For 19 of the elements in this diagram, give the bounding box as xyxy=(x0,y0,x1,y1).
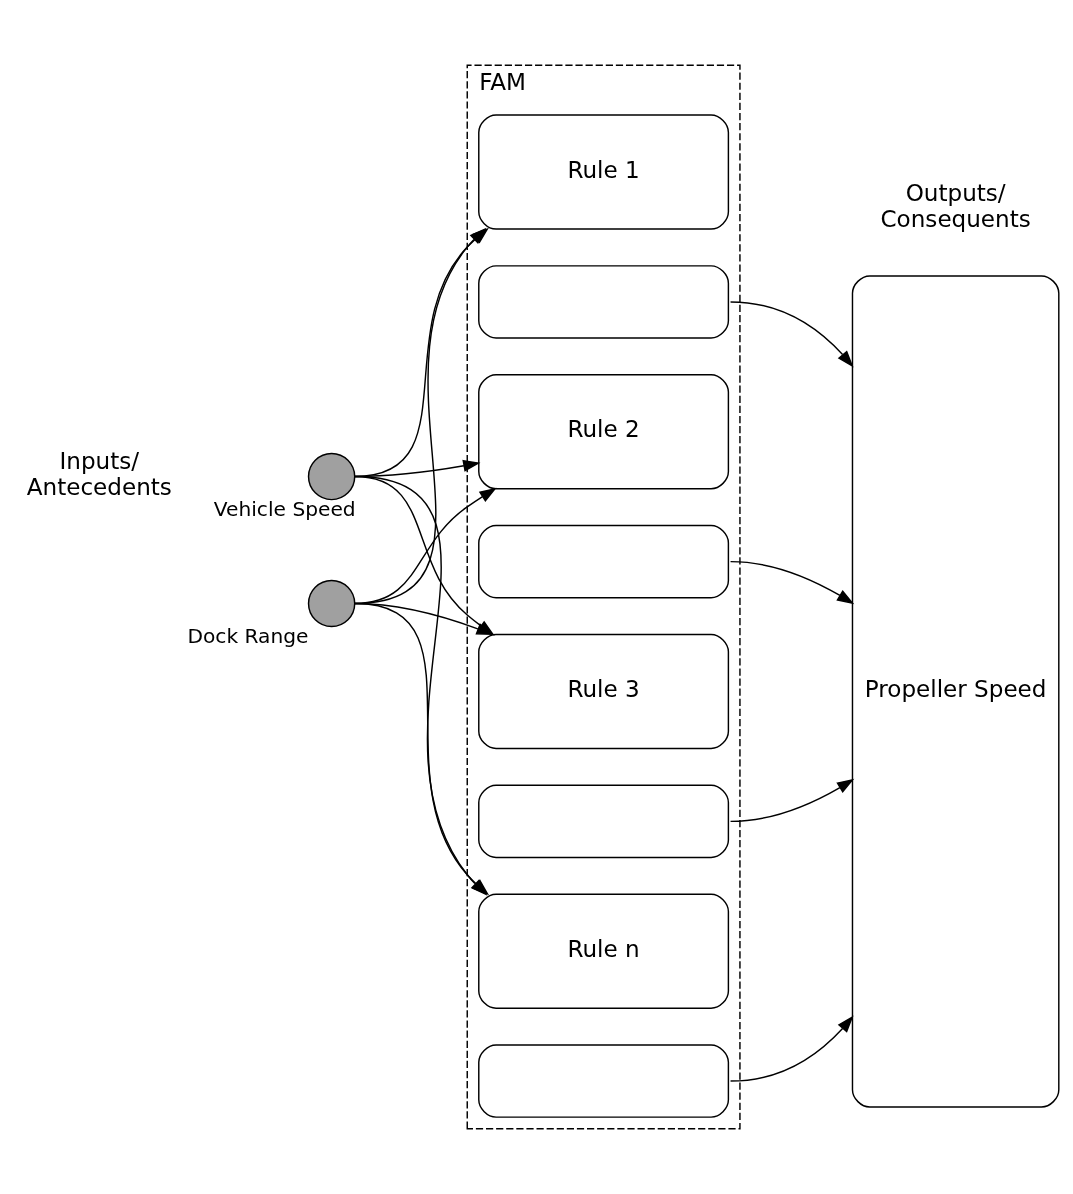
arrow xyxy=(729,560,855,605)
node-label: Vehicle Speed xyxy=(213,496,356,521)
node-box xyxy=(478,784,730,859)
node-box: Rule 2 xyxy=(478,374,730,490)
node-box: Rule 1 xyxy=(478,114,730,230)
arrow xyxy=(729,778,855,823)
label: Inputs/ Antecedents xyxy=(26,448,172,500)
node-box: Rule 3 xyxy=(478,633,730,750)
node-box: Rule n xyxy=(478,893,730,1009)
node-box: Propeller Speed xyxy=(851,275,1060,1108)
node-box xyxy=(478,265,730,339)
arrow xyxy=(729,1015,854,1082)
label: Outputs/ Consequents xyxy=(880,179,1031,232)
node-box xyxy=(478,524,730,599)
node-label: Dock Range xyxy=(187,623,309,648)
arrow xyxy=(729,301,854,368)
node-box xyxy=(478,1044,730,1118)
node-circle xyxy=(307,452,356,501)
node-circle xyxy=(307,579,356,628)
